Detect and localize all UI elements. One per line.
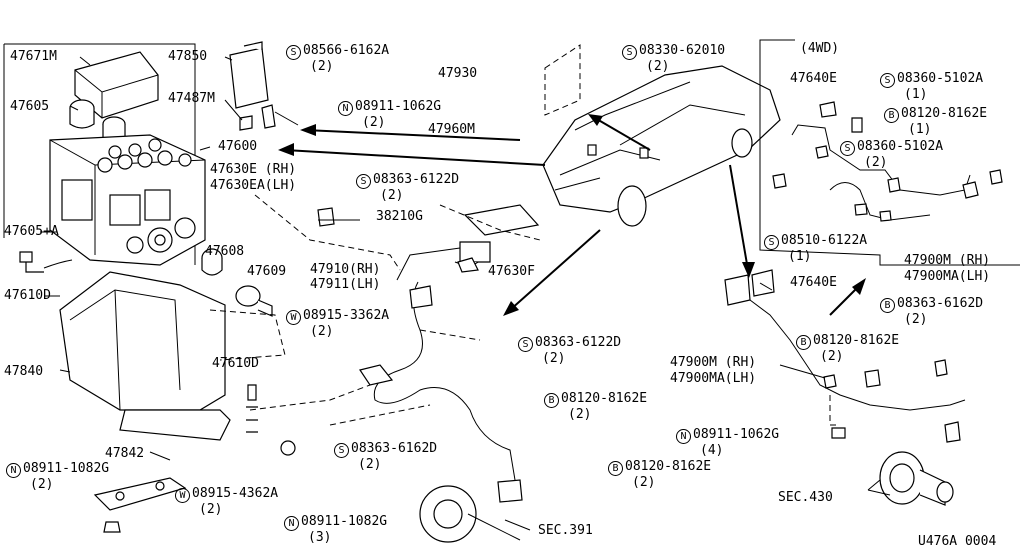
- callout-sec391: SEC.391: [538, 523, 593, 538]
- callout-47900ma-4wd: 47900MA(LH): [904, 269, 991, 284]
- callout-47610d-mid: 47610D: [212, 356, 259, 371]
- clip: [819, 101, 837, 118]
- callout-47605: 47605: [10, 99, 50, 114]
- callout-47609: 47609: [247, 264, 287, 279]
- callout-47900m: 47900M (RH): [670, 355, 757, 370]
- vehicle: [542, 65, 781, 213]
- callout-47630f: 47630F: [488, 264, 535, 279]
- callout-47630ea: 47630EA(LH): [210, 178, 297, 193]
- bolt: [19, 251, 44, 273]
- callout-47910: 47910(RH): [310, 262, 381, 277]
- callout-47911: 47911(LH): [310, 277, 381, 292]
- 4wd-frame: [759, 39, 1020, 266]
- callout-sec430: SEC.430: [778, 490, 833, 505]
- callout-47671m: 47671M: [10, 49, 57, 64]
- callout-47640e-top: 47640E: [790, 71, 837, 86]
- actuator-bracket: [59, 271, 226, 411]
- actuator-cover: [74, 51, 159, 119]
- callout-47605a: 47605+A: [4, 224, 59, 239]
- callout-47850: 47850: [168, 49, 208, 64]
- callout-47610d: 47610D: [4, 288, 51, 303]
- variant-4wd: (4WD): [800, 41, 840, 56]
- callout-47900ma: 47900MA(LH): [670, 371, 757, 386]
- callout-47600: 47600: [218, 139, 258, 154]
- callout-47960m: 47960M: [428, 122, 475, 137]
- callout-47842: 47842: [105, 446, 145, 461]
- callout-38210g: 38210G: [376, 209, 423, 224]
- diagram-code: U476A 0004: [918, 534, 997, 549]
- callout-47930: 47930: [438, 66, 478, 81]
- sensor-wire: [396, 247, 461, 281]
- sensor-bracket: [724, 274, 751, 306]
- mount-insulator: [235, 285, 261, 307]
- callout-47630e: 47630E (RH): [210, 162, 297, 177]
- callout-47487m: 47487M: [168, 91, 215, 106]
- arrow: [304, 129, 521, 141]
- bracket: [463, 204, 540, 236]
- callout-47900m-4wd: 47900M (RH): [904, 253, 991, 268]
- callout-47608: 47608: [205, 244, 245, 259]
- callout-47840: 47840: [4, 364, 44, 379]
- callout-47640e-bottom: 47640E: [790, 275, 837, 290]
- relay: [229, 47, 269, 109]
